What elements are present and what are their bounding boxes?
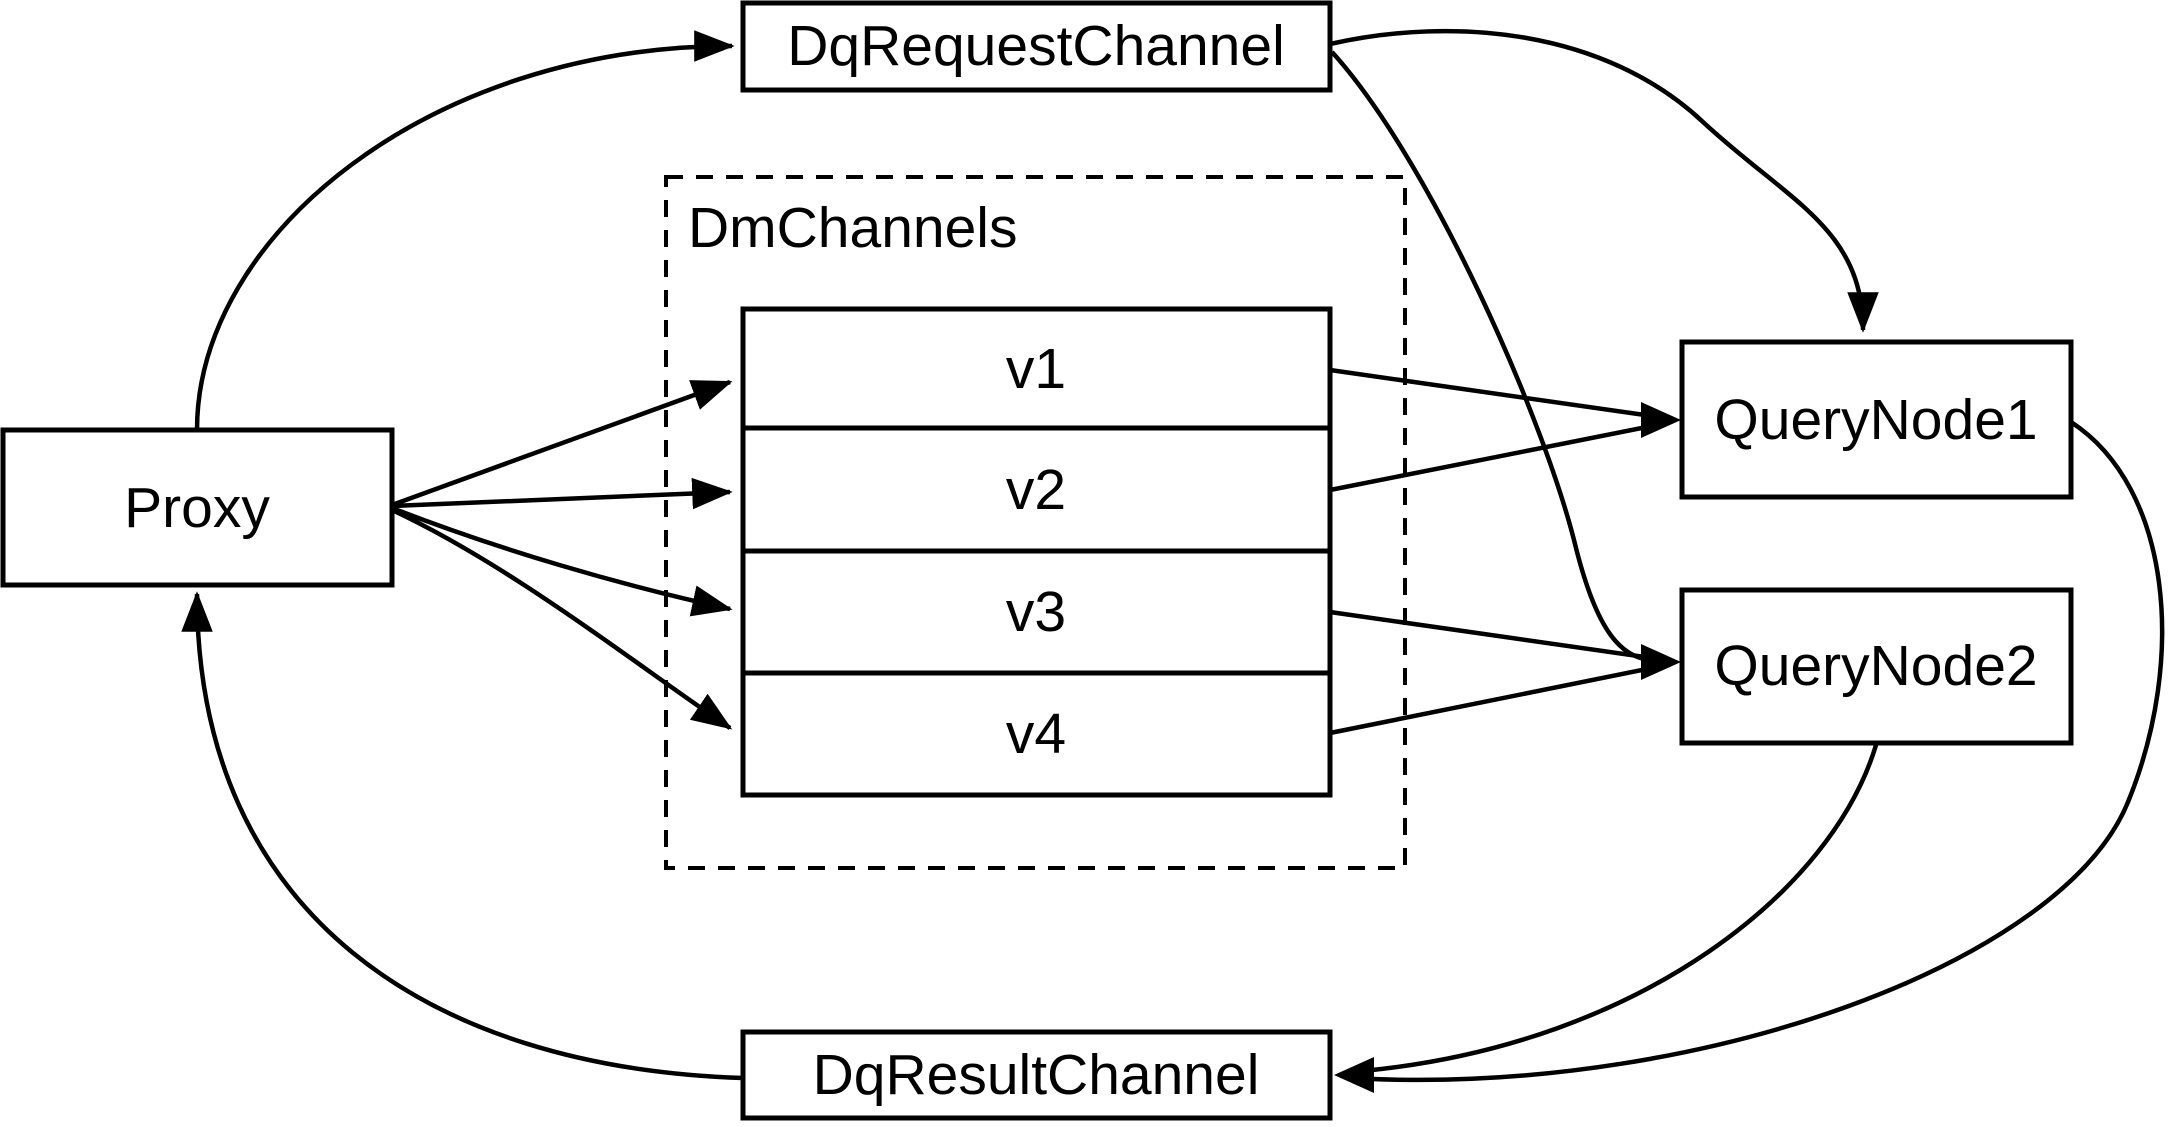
edge-v4-to-querynode2 xyxy=(1329,665,1653,736)
dqresultchannel-label: DqResultChannel xyxy=(813,1043,1260,1107)
dmchannels-group-box xyxy=(664,175,1407,870)
dqrequestchannel-label: DqRequestChannel xyxy=(787,14,1285,78)
edge-dqrequestchannel-to-querynode1 xyxy=(1329,28,1879,333)
querynode1-box xyxy=(1679,339,2074,500)
channel-v1-label: v1 xyxy=(1006,337,1066,401)
edge-v1-to-querynode1 xyxy=(1329,367,1653,419)
arrowhead-querynode2-left xyxy=(1641,644,1681,680)
edge-dqresultchannel-to-proxy xyxy=(181,591,744,1081)
edge-proxy-to-v2 xyxy=(391,477,733,510)
querynode2-box xyxy=(1679,587,2074,746)
channel-v4-label: v4 xyxy=(1006,702,1066,766)
proxy-label: Proxy xyxy=(124,476,270,540)
edge-proxy-to-dqrequestchannel xyxy=(194,30,735,431)
channel-v3-label: v3 xyxy=(1006,580,1066,644)
edge-querynode2-to-dqresultchannel xyxy=(1371,744,1879,1073)
edge-proxy-to-v1 xyxy=(391,379,733,508)
edge-querynode1-to-dqresultchannel xyxy=(1371,420,2165,1083)
edge-proxy-to-v4 xyxy=(391,507,733,730)
edge-dqrequestchannel-to-querynode2 xyxy=(1330,50,1649,663)
querynode2-label: QueryNode2 xyxy=(1714,634,2037,698)
edge-proxy-to-v3 xyxy=(391,505,733,617)
proxy-box xyxy=(0,427,395,588)
channel-v2-label: v2 xyxy=(1006,458,1066,522)
edge-v2-to-querynode1 xyxy=(1329,423,1653,493)
dqrequestchannel-box xyxy=(740,0,1333,93)
dqresultchannel-box xyxy=(740,1029,1333,1121)
querynode1-label: QueryNode1 xyxy=(1714,388,2037,452)
arrowhead-dqresultchannel-right xyxy=(1334,1057,1374,1093)
dmchannels-group-label: DmChannels xyxy=(688,196,1017,260)
edge-v3-to-querynode2 xyxy=(1329,609,1653,661)
arrowhead-querynode1-left xyxy=(1641,402,1681,438)
